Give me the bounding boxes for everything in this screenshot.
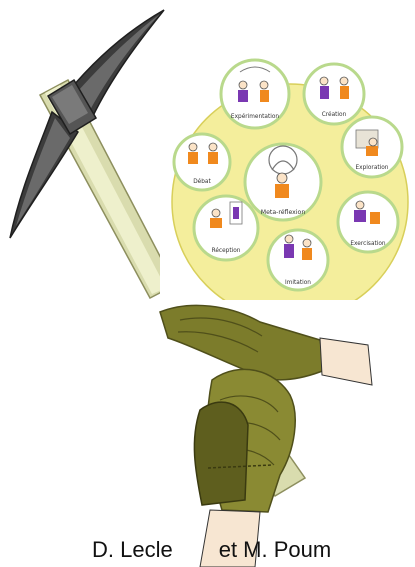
segment-creation: Création xyxy=(304,64,364,124)
author-credit-left: D. Lecle xyxy=(92,537,173,562)
segment-label: Exercisation xyxy=(350,241,386,247)
diagram-center: Meta-réflexion xyxy=(245,144,321,220)
center-label: Meta-réflexion xyxy=(261,208,306,216)
learning-modes-diagram: Meta-réflexion Expérimentation Création xyxy=(160,42,415,300)
pickaxe-icon xyxy=(0,0,175,300)
segment-label: Réception xyxy=(212,247,241,254)
segment-exercisation: Exercisation xyxy=(338,192,398,252)
segment-exploration: Exploration xyxy=(342,117,402,177)
gloved-hands-icon xyxy=(150,300,380,567)
segment-reception: Réception xyxy=(194,196,258,260)
segment-debat: Débat xyxy=(174,134,230,190)
segment-imitation: Imitation xyxy=(268,230,328,290)
segment-label: Débat xyxy=(193,178,211,185)
segment-label: Imitation xyxy=(285,280,311,286)
segment-experimentation: Expérimentation xyxy=(221,60,289,128)
author-credit: D. Lecle et M. Poum xyxy=(92,537,331,563)
segment-label: Création xyxy=(322,111,347,118)
author-credit-right: et M. Poum xyxy=(219,537,331,562)
segment-label: Exploration xyxy=(356,165,389,171)
segment-label: Expérimentation xyxy=(231,113,279,120)
